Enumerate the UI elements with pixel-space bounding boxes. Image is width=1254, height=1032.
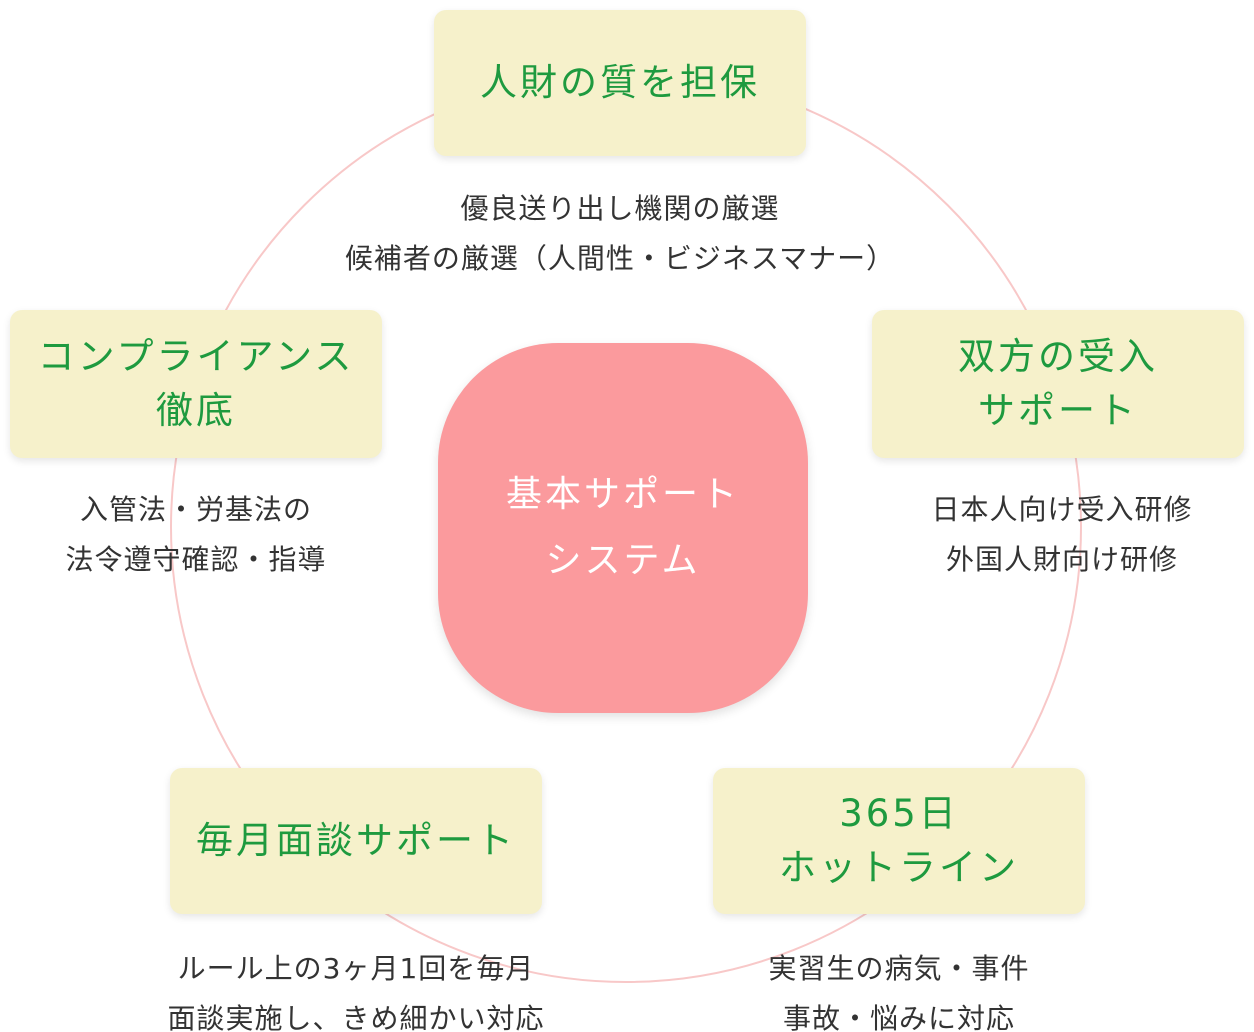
node-monthly-desc-line-1: ルール上の3ヶ月1回を毎月 (177, 952, 535, 985)
node-mutual-title-line-1: 双方の受入 (958, 335, 1158, 378)
center-line-1: 基本サポート (505, 474, 740, 515)
node-compliance-desc-line-1: 入管法・労基法の (79, 493, 312, 526)
center-node: 基本サポート システム (438, 343, 808, 713)
node-compliance-desc-line-2: 法令遵守確認・指導 (65, 543, 327, 576)
node-mutual-title-line-2: サポート (978, 389, 1138, 432)
node-hotline: 365日 ホットライン (713, 768, 1085, 914)
node-mutual-desc-line-1: 日本人向け受入研修 (931, 493, 1193, 526)
node-monthly-title: 毎月面談サポート (196, 819, 516, 862)
node-quality-desc-line-2: 候補者の厳選（人間性・ビジネスマナー） (344, 242, 896, 275)
node-monthly: 毎月面談サポート (170, 768, 542, 914)
node-mutual: 双方の受入 サポート (872, 310, 1244, 458)
node-monthly-desc: ルール上の3ヶ月1回を毎月 面談実施し、きめ細かい対応 (126, 944, 586, 1032)
node-compliance-title-line-1: コンプライアンス (37, 335, 355, 378)
node-quality-title: 人財の質を担保 (480, 61, 760, 104)
node-quality-desc-line-1: 優良送り出し機関の厳選 (460, 192, 780, 225)
node-hotline-desc-line-2: 事故・悩みに対応 (782, 1002, 1015, 1032)
node-compliance-title-line-2: 徹底 (156, 389, 236, 432)
center-line-2: システム (545, 540, 701, 581)
node-hotline-title-line-2: ホットライン (779, 846, 1019, 889)
node-mutual-desc-line-2: 外国人財向け研修 (945, 543, 1178, 576)
node-compliance: コンプライアンス 徹底 (10, 310, 382, 458)
node-mutual-desc: 日本人向け受入研修 外国人財向け研修 (892, 485, 1232, 585)
node-quality-desc: 優良送り出し機関の厳選 候補者の厳選（人間性・ビジネスマナー） (300, 184, 940, 284)
node-hotline-desc-line-1: 実習生の病気・事件 (768, 952, 1030, 985)
node-hotline-title-line-1: 365日 (839, 792, 959, 835)
node-quality: 人財の質を担保 (434, 10, 806, 156)
node-monthly-desc-line-2: 面談実施し、きめ細かい対応 (167, 1002, 545, 1032)
node-compliance-desc: 入管法・労基法の 法令遵守確認・指導 (26, 485, 366, 585)
node-hotline-desc: 実習生の病気・事件 事故・悩みに対応 (716, 944, 1082, 1032)
